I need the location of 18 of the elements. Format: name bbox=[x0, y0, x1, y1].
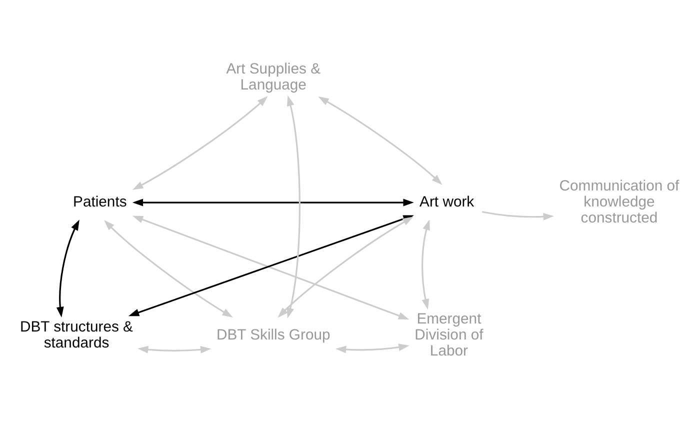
node-text: DBT structures & standards bbox=[20, 320, 133, 352]
arrow bbox=[132, 198, 414, 206]
node-text: Art Supplies & Language bbox=[226, 61, 321, 94]
arrow bbox=[318, 96, 442, 185]
arrow bbox=[56, 220, 80, 318]
arrow bbox=[132, 96, 268, 190]
arrow bbox=[278, 216, 414, 318]
arrow bbox=[335, 344, 410, 354]
node-text: Emergent Division of Labor bbox=[414, 312, 484, 360]
arrow bbox=[482, 211, 554, 220]
node-text: DBT Skills Group bbox=[216, 327, 330, 344]
arrow bbox=[138, 346, 212, 354]
node-text: Communication of knowledge constructed bbox=[559, 178, 680, 226]
node-text: Art work bbox=[420, 194, 474, 210]
node-text: Patients bbox=[73, 194, 127, 210]
arrow bbox=[422, 219, 430, 310]
arrow bbox=[104, 220, 233, 318]
arrow bbox=[286, 95, 300, 318]
